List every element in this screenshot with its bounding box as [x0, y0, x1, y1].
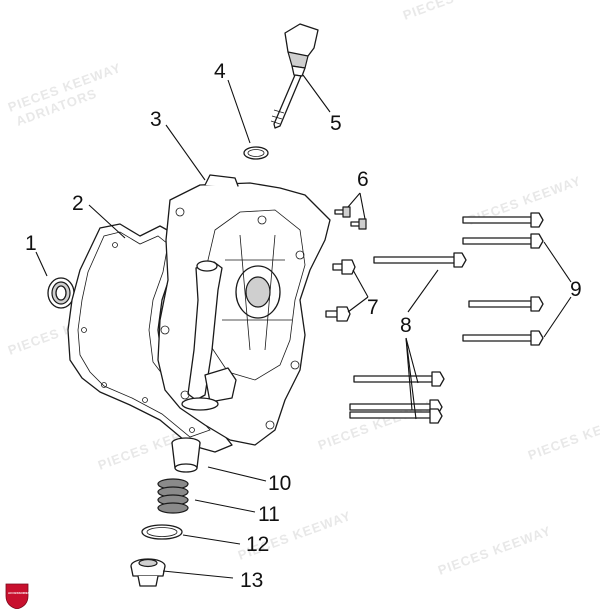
part-flange-bolts: [325, 259, 356, 322]
part-small-screws: [334, 206, 367, 230]
watermark-text: PIECES KEEWAY: [436, 523, 553, 578]
callout-9: 9: [570, 278, 582, 301]
watermark-text: PIECES KEEWAY: [526, 408, 600, 463]
part-crankcase-cover: [157, 174, 331, 446]
callout-7: 7: [367, 296, 379, 319]
part-long-bolts-8: [349, 252, 467, 424]
callout-8: 8: [400, 314, 412, 337]
part-dipstick: [270, 23, 319, 129]
callout-12: 12: [246, 533, 269, 556]
brand-logo-text: ACCESSOIRES: [8, 591, 30, 595]
part-spring: [157, 478, 189, 514]
brand-logo: ACCESSOIRES: [5, 583, 30, 609]
leader-lines: [35, 74, 572, 579]
callout-11: 11: [258, 503, 280, 526]
callout-13: 13: [240, 569, 263, 592]
part-drain-plug: [130, 558, 166, 587]
watermark-text: PIECES KEEWAY: [401, 0, 518, 23]
part-oil-seal: [47, 277, 75, 309]
part-oil-filter-screen: [171, 437, 201, 473]
callout-4: 4: [214, 60, 226, 83]
callout-10: 10: [268, 472, 291, 495]
part-drain-o-ring: [141, 524, 183, 540]
callout-labels: 1 2 3 4 5 6 7 8 9 10 11 12 13: [25, 60, 582, 592]
callout-2: 2: [72, 192, 84, 215]
callout-1: 1: [25, 232, 37, 255]
part-long-bolts-9: [462, 212, 544, 346]
callout-3: 3: [150, 108, 162, 131]
callout-5: 5: [330, 112, 342, 135]
part-o-ring: [243, 146, 269, 160]
callout-6: 6: [357, 168, 369, 191]
